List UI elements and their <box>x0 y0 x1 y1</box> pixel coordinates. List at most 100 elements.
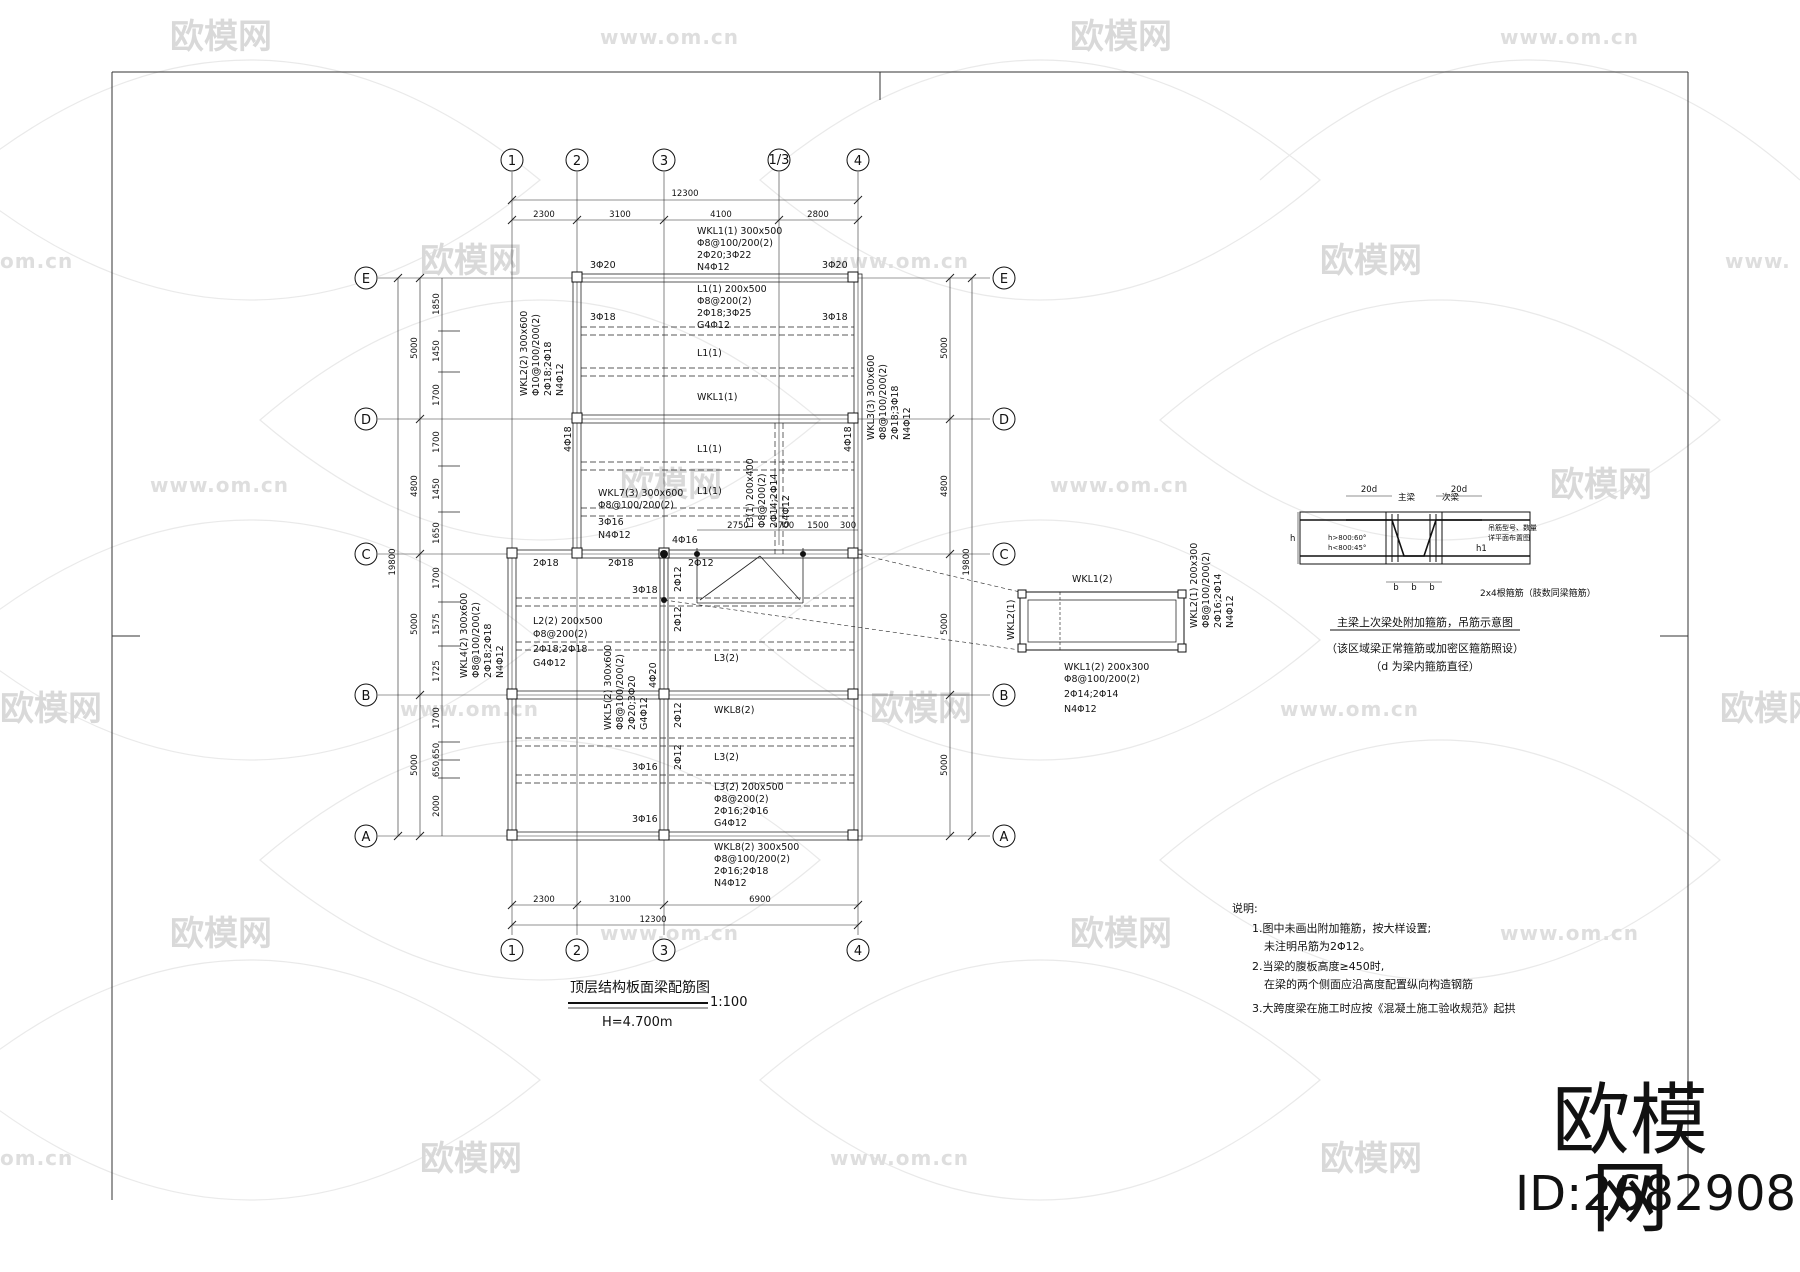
beam-label-l1: L1(1) 200x500 <box>697 284 767 295</box>
axis-label-bottom: 3 <box>660 944 668 959</box>
dimensions-left: 19800 5000 4800 5000 5000 1850 1450 1700… <box>388 273 460 841</box>
beam-label-wkl8: Φ8@100/200(2) <box>714 854 790 865</box>
dim-left-inner: 1700 <box>432 707 442 729</box>
detail-label-right: WKL2(1) 200x300 <box>1189 543 1200 628</box>
watermark-brand: 欧模网 <box>1070 17 1172 57</box>
axis-label-bottom: 2 <box>573 944 581 959</box>
dim-top: 2800 <box>807 210 829 220</box>
watermark-url: www.om.cn <box>150 473 289 497</box>
rebar-label: 2Φ18 <box>608 558 634 569</box>
rebar-label: 2Φ12 <box>688 558 714 569</box>
dimensions-bottom: 2300 3100 6900 12300 <box>507 895 863 930</box>
hanger-label-h: h <box>1290 534 1295 544</box>
watermark-url: www.om.cn <box>830 1146 969 1170</box>
rebar-label: 2Φ18 <box>533 558 559 569</box>
rebar-label: 2Φ12 <box>673 702 684 728</box>
rebar-label: 4Φ16 <box>672 535 698 546</box>
beam-label-l3-1: 2Φ14;2Φ14 <box>769 474 780 528</box>
beam-label-wkl5: Φ8@100/200(2) <box>615 654 626 730</box>
dim-left-inner: 1725 <box>432 660 442 682</box>
rebar-label: 3Φ18 <box>822 312 848 323</box>
beam-label-l2: G4Φ12 <box>533 658 566 669</box>
axis-label-top: 4 <box>854 154 862 169</box>
dim-top: 4100 <box>710 210 732 220</box>
beam-label-l3-2: L3(2) 200x500 <box>714 782 784 793</box>
rebar-label: 2Φ12 <box>673 744 684 770</box>
detail-label-right: N4Φ12 <box>1225 595 1236 628</box>
plan-title: 顶层结构板面梁配筋图 <box>570 979 710 996</box>
beam-label-wkl4: 2Φ18;2Φ18 <box>483 624 494 678</box>
beam-label-wkl1: WKL1(1) 300x500 <box>697 226 782 237</box>
beam-label-short: WKL8(2) <box>714 705 754 716</box>
dim-left-inner: 1700 <box>432 567 442 589</box>
grid-lines <box>378 172 990 935</box>
watermark-brand: 欧模网 <box>1550 465 1652 505</box>
axis-bubbles-top: 1 2 3 1/3 4 <box>500 148 870 172</box>
sheet-frame <box>111 71 1689 1200</box>
dim-left-outer: 5000 <box>410 613 420 635</box>
hanger-label-b: b <box>1393 583 1398 593</box>
axis-label-left: B <box>362 689 371 704</box>
axis-bubbles-bottom: 1 2 3 4 <box>500 938 870 962</box>
hanger-detail: 20d 20d 主梁 次梁 h h1 h>800:60° h<800:45° 吊… <box>1290 485 1596 673</box>
hanger-label-note: 详平面布置图 <box>1488 533 1530 542</box>
detail-label-bottom: Φ8@100/200(2) <box>1064 674 1140 685</box>
plan-elevation: H=4.700m <box>602 1015 673 1030</box>
dim-left-inner: 1575 <box>432 613 442 635</box>
axis-label-left: E <box>362 272 370 287</box>
beam-label-wkl7: Φ8@100/200(2) <box>598 500 674 511</box>
watermark-brands: 欧模网 www.om.cn 欧模网 www.om.cn om.cn 欧模网 ww… <box>0 17 1800 1179</box>
notes-heading: 说明: <box>1232 901 1258 915</box>
rebar-label: 4Φ18 <box>843 426 854 452</box>
beam-label-wkl7: WKL7(3) 300x600 <box>598 488 683 499</box>
watermark-url: www.om.cn <box>400 697 539 721</box>
axis-label-left: D <box>361 413 371 428</box>
beam-label-wkl4: Φ8@100/200(2) <box>471 602 482 678</box>
rebar-label: 3Φ18 <box>632 585 658 596</box>
beam-label-wkl2: 2Φ18;2Φ18 <box>543 342 554 396</box>
dim-right-outer: 5000 <box>940 337 950 359</box>
watermark-brand: 欧模网 <box>1070 914 1172 954</box>
hanger-label-main: 主梁 <box>1398 492 1416 503</box>
dim-bottom: 6900 <box>749 895 771 905</box>
axis-label-right: B <box>1000 689 1009 704</box>
stair-dim: 700 <box>778 521 794 531</box>
watermark-url: www.om.cn <box>1500 25 1639 49</box>
beam-label-wkl5: WKL5(2) 300x600 <box>603 645 614 730</box>
watermark-brand: 欧模网 <box>170 914 272 954</box>
beam-label-l2: L2(2) 200x500 <box>533 616 603 627</box>
beam-label-wkl7: N4Φ12 <box>598 530 631 541</box>
rebar-label: 3Φ20 <box>590 260 616 271</box>
dim-left-outer: 4800 <box>410 475 420 497</box>
watermark-url: www.om.cn <box>1280 697 1419 721</box>
dim-left-inner: 1700 <box>432 384 442 406</box>
plan-title-block: 顶层结构板面梁配筋图 1:100 H=4.700m <box>568 979 747 1030</box>
beam-label-wkl7: 3Φ16 <box>598 517 624 528</box>
beam-label-l3-1: Φ8@200(2) <box>757 473 768 528</box>
axis-label-top: 2 <box>573 154 581 169</box>
rebar-label: 4Φ18 <box>563 426 574 452</box>
beam-label-wkl3: Φ8@100/200(2) <box>878 364 889 440</box>
beam-label-l3-1: L3(1) 200x400 <box>745 458 756 528</box>
dim-bottom-total: 12300 <box>639 915 666 925</box>
axis-label-left: A <box>362 830 371 845</box>
watermark-layer: 欧模网 www.om.cn 欧模网 www.om.cn om.cn 欧模网 ww… <box>0 17 1800 1201</box>
axis-label-right: A <box>1000 830 1009 845</box>
detail-frame: WKL1(2) WKL2(1) WKL2(1) 200x300 Φ8@100/2… <box>1006 543 1236 715</box>
note-item: 在梁的两个侧面应沿高度配置纵向构造钢筋 <box>1264 977 1473 991</box>
hanger-detail-sub2: （d 为梁内箍筋直径） <box>1370 659 1479 673</box>
detail-label-bottom: WKL1(2) 200x300 <box>1064 662 1149 673</box>
detail-label-right: 2Φ16;2Φ14 <box>1213 574 1224 628</box>
beam-label-wkl1: 2Φ20;3Φ22 <box>697 250 751 261</box>
rebar-label: 3Φ16 <box>632 762 658 773</box>
rebar-label: 2Φ12 <box>673 606 684 632</box>
axis-label-bottom: 4 <box>854 944 862 959</box>
dim-right-outer: 4800 <box>940 475 950 497</box>
hanger-label-20d: 20d <box>1451 485 1467 495</box>
columns <box>506 271 859 841</box>
beam-label-short: L1(1) <box>697 444 722 455</box>
detail-label-right: Φ8@100/200(2) <box>1201 552 1212 628</box>
detail-label-left: WKL2(1) <box>1006 600 1017 640</box>
rebar-label: 2Φ12 <box>673 566 684 592</box>
